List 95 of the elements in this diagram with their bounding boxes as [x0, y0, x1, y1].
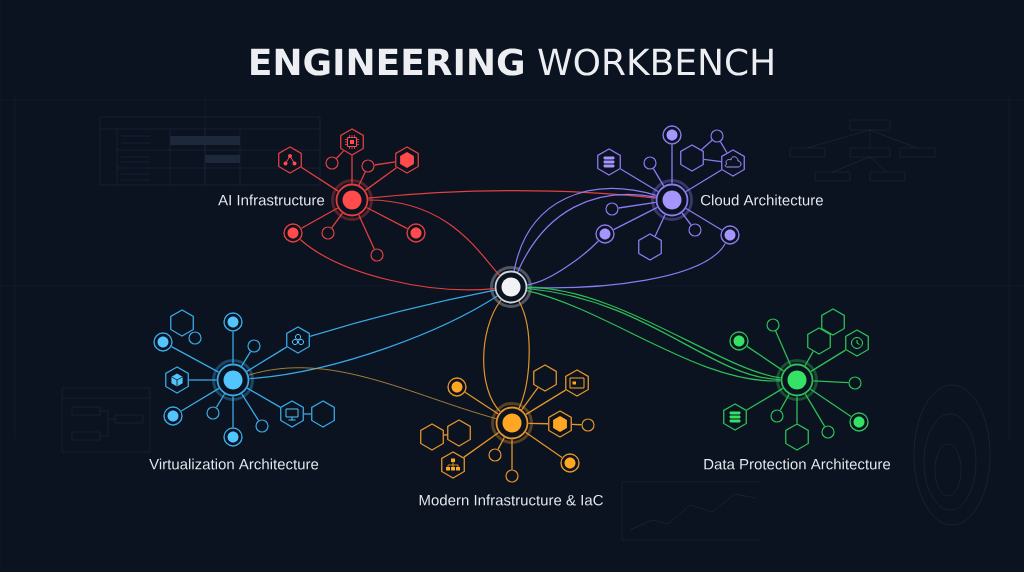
connector-line — [654, 214, 666, 237]
connector-line — [232, 395, 234, 428]
hub-node — [491, 402, 533, 444]
connector-line — [335, 150, 345, 159]
dot-node — [720, 225, 740, 245]
dot-node — [163, 406, 183, 426]
connector-line — [779, 393, 790, 411]
connector-line — [300, 166, 339, 192]
hexagon-node — [785, 423, 809, 451]
connector-line — [652, 168, 665, 187]
curved-connector — [309, 289, 496, 337]
connector-line — [617, 201, 657, 209]
dot-node — [595, 224, 615, 244]
node-label: Cloud Architecture — [701, 194, 823, 206]
connector-line — [241, 393, 260, 422]
connector-line — [358, 214, 375, 250]
connector-line — [170, 345, 220, 373]
hexagon-node — [807, 327, 831, 355]
curved-connector — [367, 189, 657, 199]
connector-line — [180, 387, 220, 412]
connector-line — [525, 389, 567, 416]
connector-line — [685, 169, 723, 193]
connector-line — [215, 393, 226, 408]
connector-line — [232, 331, 234, 365]
connector-line — [809, 388, 852, 418]
connector-line — [571, 423, 583, 426]
hub-node — [490, 266, 532, 308]
connector-line — [527, 422, 549, 425]
connector-line — [464, 391, 499, 415]
connector-line — [511, 438, 513, 471]
dot-node — [406, 223, 426, 243]
group-label: Data Protection Architecture — [704, 458, 891, 470]
group-label: Modern Infrastructure & IaC — [419, 494, 603, 506]
curved-connector — [248, 367, 497, 420]
connector-line — [703, 158, 722, 163]
connector-line — [246, 346, 288, 373]
hexagon-node — [311, 400, 335, 428]
connector-line — [373, 161, 396, 166]
connector-line — [719, 141, 728, 154]
dot-node — [223, 427, 243, 447]
connector-line — [358, 171, 366, 186]
connector-line — [188, 379, 218, 381]
connector-line — [497, 436, 505, 450]
curved-connector — [248, 295, 498, 380]
hub-node — [212, 359, 254, 401]
connector-line — [804, 393, 826, 427]
dot-node — [662, 125, 682, 145]
connector-line — [804, 350, 814, 367]
hexagon-node — [638, 233, 662, 261]
dot-node — [447, 377, 467, 397]
curved-connector — [367, 199, 501, 276]
curved-connector — [299, 238, 496, 291]
connector-line — [524, 431, 563, 459]
connector-line — [521, 387, 539, 411]
curved-connector — [518, 300, 530, 409]
connector-line — [685, 207, 723, 231]
connector-line — [303, 413, 312, 415]
connector-line — [300, 207, 339, 229]
connector-line — [700, 139, 713, 151]
dot-node — [153, 332, 173, 352]
connector-line — [796, 395, 798, 424]
connector-line — [613, 206, 659, 231]
connector-line — [331, 212, 343, 229]
connector-line — [246, 387, 281, 408]
connector-line — [810, 349, 847, 373]
connector-line — [463, 431, 500, 459]
connector-line — [443, 434, 448, 436]
curved-connector — [526, 240, 599, 286]
title: ENGINEERING WORKBENCH — [251, 48, 773, 76]
hexagon-node — [821, 308, 845, 336]
connector-line — [681, 212, 692, 226]
group-label: Virtualization Architecture — [149, 458, 319, 470]
connector-line — [775, 330, 792, 366]
dot-node — [849, 412, 869, 432]
connector-line — [364, 167, 398, 191]
dot-node — [283, 223, 303, 243]
hub-node — [776, 359, 818, 401]
connector-line — [671, 144, 673, 185]
connector-line — [620, 168, 659, 193]
hexagon-node — [420, 423, 444, 451]
dot-node — [223, 312, 243, 332]
connector-line — [241, 350, 252, 367]
hexagon-node — [170, 309, 194, 337]
dot-node — [560, 453, 580, 473]
hexagon-node — [533, 364, 557, 392]
connector-line — [365, 206, 409, 230]
dot-node — [729, 331, 749, 351]
node-label: AI Infrastructure — [218, 194, 325, 206]
connector-line — [351, 155, 353, 185]
connector-line — [746, 345, 785, 372]
hexagon-node — [680, 144, 704, 172]
curved-connector — [483, 299, 502, 413]
connector-line — [812, 380, 850, 384]
hexagon-node — [447, 419, 471, 447]
connector-line — [746, 387, 784, 411]
